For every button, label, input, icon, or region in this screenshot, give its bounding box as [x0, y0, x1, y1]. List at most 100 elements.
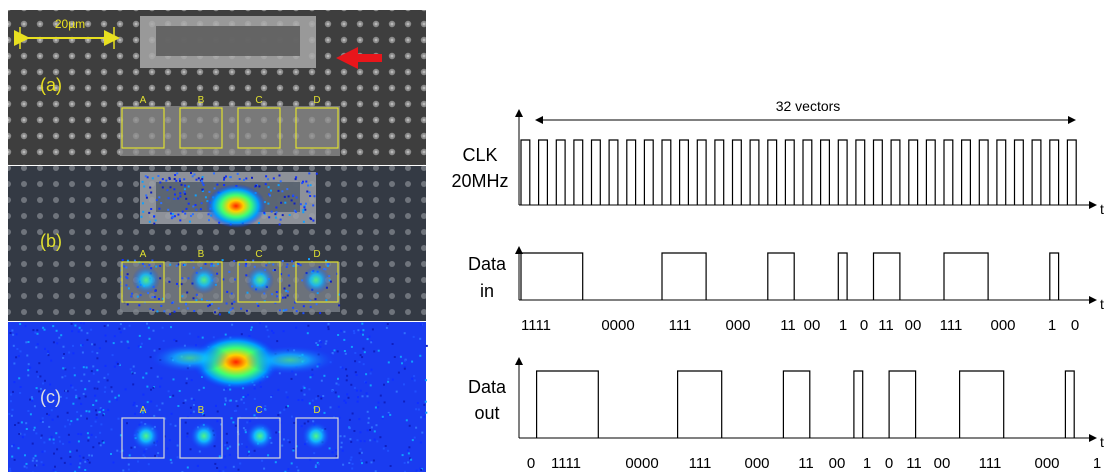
- speckle-dot: [160, 377, 163, 380]
- speckle-dot: [255, 184, 257, 187]
- speckle-dot: [35, 370, 38, 373]
- speckle-dot: [290, 377, 293, 380]
- speckle-dot: [409, 457, 412, 460]
- speckle-dot: [420, 468, 423, 471]
- speckle-dot: [63, 461, 66, 464]
- speckle-dot: [202, 412, 205, 415]
- speckle-dot: [66, 411, 69, 414]
- speckle-dot: [367, 417, 370, 420]
- speckle-dot: [216, 410, 219, 413]
- speckle-dot: [36, 343, 39, 346]
- speckle-dot: [276, 340, 279, 343]
- speckle-dot: [203, 414, 206, 417]
- speckle-dot: [129, 368, 132, 371]
- speckle-dot: [340, 441, 343, 444]
- speckle-dot: [228, 399, 231, 402]
- speckle-dot: [267, 178, 270, 181]
- speckle-dot: [228, 311, 231, 314]
- data-out-bits: 0: [885, 455, 893, 472]
- speckle-dot: [184, 192, 187, 195]
- speckle-dot: [327, 326, 330, 328]
- speckle-dot: [152, 329, 155, 332]
- speckle-dot: [419, 354, 422, 357]
- speckle-dot: [42, 382, 45, 385]
- clock-pulses: [520, 139, 1077, 205]
- speckle-dot: [308, 191, 311, 194]
- speckle-dot: [72, 352, 75, 355]
- row-label-line1: Data: [468, 377, 507, 397]
- speckle-dot: [243, 178, 245, 181]
- speckle-dot: [264, 405, 267, 408]
- speckle-dot: [337, 383, 340, 386]
- speckle-dot: [293, 209, 296, 212]
- speckle-dot: [156, 375, 159, 378]
- speckle-dot: [96, 387, 99, 390]
- speckle-dot: [163, 310, 166, 313]
- speckle-dot: [189, 448, 192, 451]
- scale-bar: 20µm: [14, 17, 120, 49]
- box-label-b: B: [198, 405, 205, 416]
- speckle-dot: [56, 415, 59, 418]
- speckle-dot: [211, 302, 213, 305]
- speckle-dot: [253, 387, 256, 390]
- speckle-dot: [267, 335, 270, 338]
- speckle-dot: [303, 393, 306, 396]
- speckle-dot: [356, 439, 359, 442]
- speckle-dot: [88, 410, 91, 413]
- speckle-dot: [183, 264, 186, 266]
- speckle-dot: [166, 447, 169, 450]
- speckle-dot: [153, 215, 156, 218]
- speckle-dot: [197, 177, 200, 180]
- speckle-dot: [302, 305, 305, 308]
- speckle-dot: [407, 461, 410, 464]
- speckle-dot: [140, 215, 143, 218]
- speckle-dot: [168, 178, 171, 180]
- speckle-dot: [344, 401, 347, 404]
- speckle-dot: [267, 202, 270, 205]
- speckle-dot: [133, 401, 136, 404]
- speckle-dot: [425, 344, 428, 347]
- speckle-dot: [181, 295, 184, 298]
- speckle-dot: [19, 323, 22, 325]
- speckle-dot: [247, 393, 249, 396]
- speckle-dot: [31, 459, 34, 462]
- speckle-dot: [369, 439, 372, 442]
- speckle-dot: [39, 419, 42, 422]
- speckle-dot: [401, 362, 403, 365]
- speckle-dot: [84, 395, 87, 398]
- axis-din: t: [515, 246, 1104, 312]
- speckle-dot: [192, 205, 195, 208]
- speckle-dot: [208, 190, 211, 193]
- speckle-dot: [187, 202, 190, 205]
- speckle-dot: [245, 408, 248, 411]
- data-out-bits: 00: [934, 455, 951, 472]
- data-in-bits: 0: [1071, 317, 1079, 334]
- speckle-dot: [303, 206, 306, 209]
- speckle-dot: [83, 373, 86, 376]
- speckle-dot: [315, 303, 318, 306]
- speckle-dot: [85, 366, 88, 369]
- speckle-dot: [302, 209, 305, 211]
- speckle-dot: [362, 363, 365, 366]
- speckle-dot: [171, 213, 174, 215]
- speckle-dot: [353, 332, 356, 335]
- speckle-dot: [200, 180, 203, 182]
- speckle-dot: [19, 432, 22, 435]
- speckle-dot: [190, 259, 193, 262]
- speckle-dot: [327, 322, 330, 325]
- speckle-dot: [38, 390, 40, 393]
- speckle-dot: [343, 435, 346, 438]
- speckle-dot: [64, 368, 67, 371]
- box-a: [121, 261, 165, 303]
- speckle-dot: [159, 265, 162, 267]
- speckle-dot: [281, 260, 284, 262]
- speckle-dot: [69, 450, 72, 453]
- speckle-dot: [153, 349, 156, 352]
- emission-speckle: [8, 322, 428, 472]
- speckle-dot: [277, 189, 280, 192]
- speckle-dot: [244, 395, 247, 398]
- speckle-dot: [223, 178, 225, 181]
- speckle-dot: [135, 405, 138, 408]
- speckle-dot: [69, 455, 72, 458]
- speckle-dot: [337, 334, 340, 336]
